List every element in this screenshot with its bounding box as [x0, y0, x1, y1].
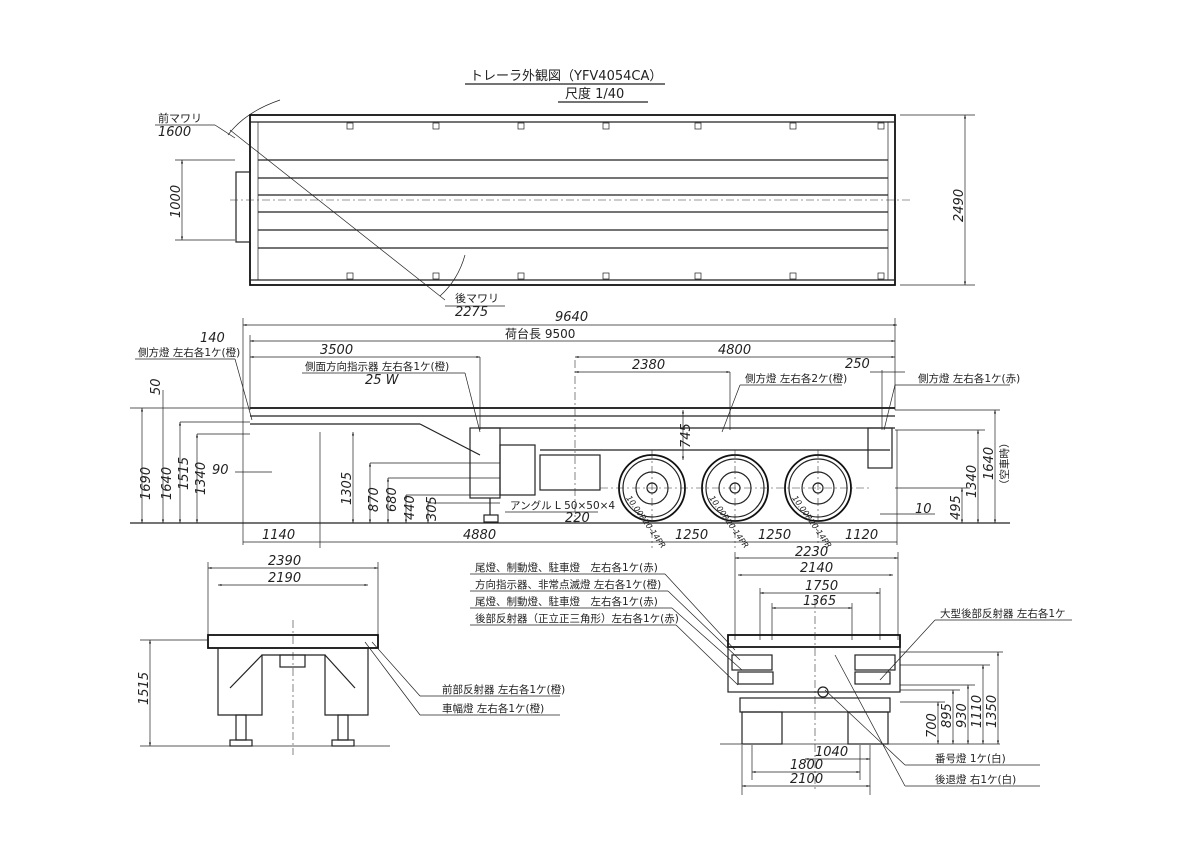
label-side-lamp-rear: 側方燈 左右各1ケ(赤) [918, 372, 1020, 385]
dim-1800: 1800 [790, 758, 823, 773]
label-rear-reflector: 後部反射器（正立正三角形）左右各1ケ(赤) [475, 612, 679, 625]
dim-1340-rear: 1340 [965, 465, 980, 498]
dim-680: 680 [385, 487, 400, 512]
dim-1640: 1640 [160, 467, 175, 500]
label-tail-lamp-2: 尾燈、制動燈、駐車燈 左右各1ケ(赤) [475, 595, 658, 608]
dim-1365: 1365 [803, 594, 836, 609]
front-view: 2390 2190 1515 前部反射器 左右各1ケ(橙) 車幅燈 左右各1ケ(… [137, 554, 565, 755]
dim-2230: 2230 [795, 545, 828, 560]
label-large-reflector: 大型後部反射器 左右各1ケ [940, 607, 1066, 620]
drawing-scale: 尺度 1/40 [565, 86, 624, 102]
front-plate-dim: 1000 [169, 185, 184, 218]
side-view: 10.00R20-14PR 10.00R20-14PR 10.00R20-14P… [130, 310, 1020, 550]
dim-2380: 2380 [632, 358, 665, 373]
dim-305: 305 [425, 496, 440, 521]
overall-length-dim: 9640 [555, 310, 588, 325]
dim-1515-front: 1515 [137, 672, 152, 705]
dim-1250-b: 1250 [758, 528, 791, 543]
top-view: 前マワリ 1600 後マワリ 2275 2490 1000 [155, 99, 975, 320]
front-swing-label: 前マワリ [158, 111, 202, 125]
dim-90: 90 [212, 463, 229, 478]
dim-1250-a: 1250 [675, 528, 708, 543]
label-front-reflector: 前部反射器 左右各1ケ(橙) [442, 683, 565, 696]
drawing-title: トレーラ外観図（YFV4054CA） [470, 69, 662, 84]
dim-495: 495 [949, 495, 964, 520]
dim-870: 870 [367, 487, 382, 512]
label-tail-lamp-1: 尾燈、制動燈、駐車燈 左右各1ケ(赤) [475, 561, 658, 574]
rear-swing-value: 2275 [455, 305, 488, 320]
angle-label: アングル L 50×50×4 [510, 499, 615, 512]
dim-220: 220 [565, 511, 590, 526]
label-turn-watt: 25 W [365, 373, 400, 388]
label-license-lamp: 番号燈 1ケ(白) [935, 752, 1006, 765]
dim-930: 930 [955, 703, 970, 728]
dim-10: 10 [915, 502, 932, 517]
dim-1120: 1120 [845, 528, 878, 543]
dim-250: 250 [845, 357, 870, 372]
dim-895: 895 [940, 703, 955, 728]
front-swing-value: 1600 [158, 125, 191, 140]
dim-1340: 1340 [194, 462, 209, 495]
label-side-lamp-front: 側方燈 左右各1ケ(橙) [138, 346, 240, 359]
dim-1515: 1515 [177, 457, 192, 490]
label-turn-hazard: 方向指示器、非常点滅燈 左右各1ケ(橙) [475, 578, 661, 591]
dim-440: 440 [403, 495, 418, 520]
rear-swing-label: 後マワリ [455, 291, 499, 305]
rear-view: 2230 2140 1750 1365 700 895 930 1110 135… [470, 545, 1072, 795]
dim-700: 700 [925, 713, 940, 738]
label-reverse-lamp: 後退燈 右1ケ(白) [935, 773, 1016, 786]
dim-1110: 1110 [970, 695, 985, 728]
dim-1750: 1750 [805, 579, 838, 594]
dim-2390: 2390 [268, 554, 301, 569]
dim-1305: 1305 [340, 472, 355, 505]
dim-50: 50 [149, 378, 164, 395]
dim-2100: 2100 [790, 772, 823, 787]
label-side-lamp-mid: 側方燈 左右各2ケ(橙) [745, 372, 847, 385]
dim-1040: 1040 [815, 745, 848, 760]
dim-2190: 2190 [268, 571, 301, 586]
top-width-dim: 2490 [952, 189, 967, 222]
dim-1140: 1140 [262, 528, 295, 543]
empty-note: （空車時） [998, 438, 1011, 491]
title-block: トレーラ外観図（YFV4054CA） 尺度 1/40 [465, 69, 665, 103]
label-width-lamp: 車幅燈 左右各1ケ(橙) [442, 702, 544, 715]
dim-1690: 1690 [139, 467, 154, 500]
deck-length-dim: 荷台長 9500 [505, 326, 575, 341]
dim-4880: 4880 [463, 528, 496, 543]
dim-3500: 3500 [320, 343, 353, 358]
label-turn-signal: 側面方向指示器 左右各1ケ(橙) [305, 360, 449, 373]
dim-1640-rear: 1640 [982, 447, 997, 480]
dim-140: 140 [200, 331, 225, 346]
dim-4800: 4800 [718, 343, 751, 358]
dim-745: 745 [679, 423, 694, 448]
dim-2140: 2140 [800, 561, 833, 576]
dim-1350: 1350 [985, 695, 1000, 728]
